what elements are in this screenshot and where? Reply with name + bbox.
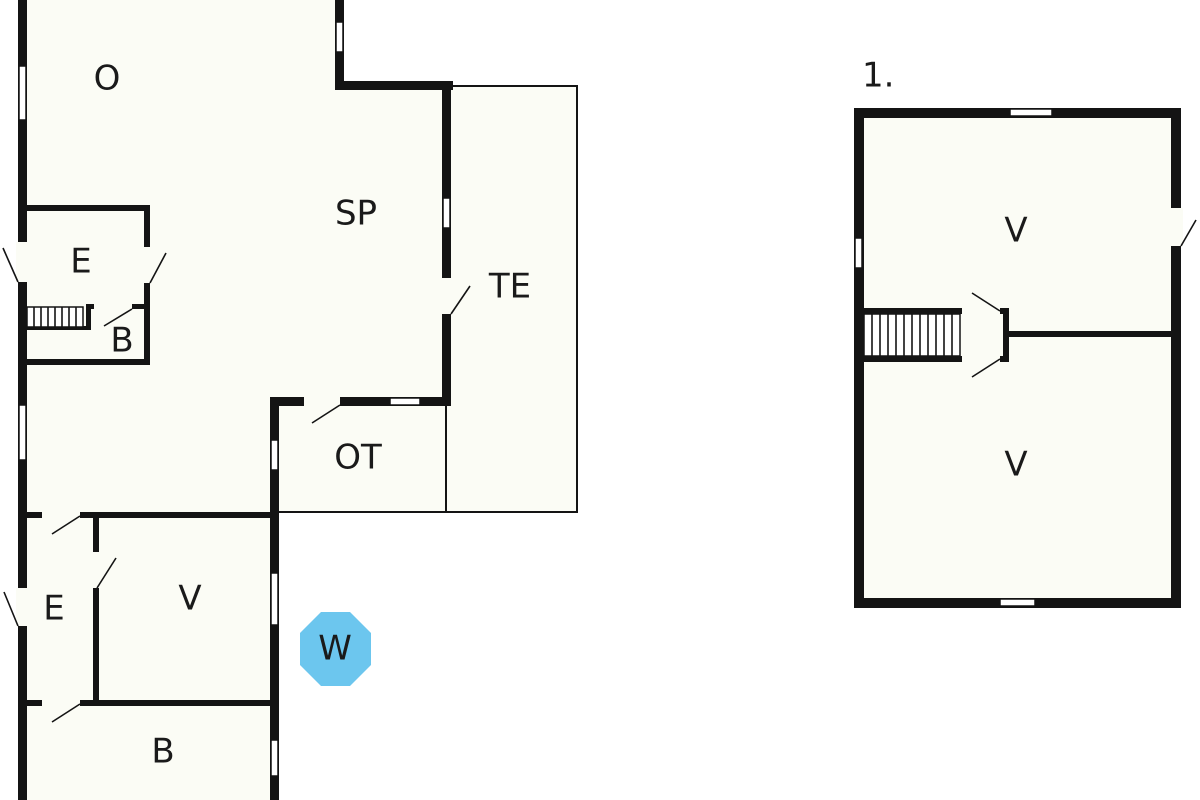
room-label-sp: SP (335, 194, 377, 234)
door-sp-te (440, 278, 471, 315)
window-sp-bottom (389, 397, 421, 406)
upper-window-left (854, 237, 863, 269)
wall-sp-right (442, 81, 451, 406)
upper-wall-stair-bottom (862, 356, 1009, 362)
upper-wall-stair-right (1003, 308, 1009, 362)
window-o-left (18, 65, 27, 121)
window-sp-left (18, 404, 27, 461)
compass-marker: W (300, 612, 371, 686)
window-v1-right (270, 572, 279, 626)
door-ot (304, 395, 341, 424)
upper-floor: 1. (854, 56, 1197, 608)
upper-door-v-top (962, 292, 1001, 316)
wall-left (18, 0, 27, 800)
upper-floor-label: 1. (862, 56, 894, 96)
upper-wall-left (854, 108, 864, 608)
ground-stair (26, 306, 84, 328)
upper-window-top (1009, 108, 1053, 117)
upper-room-label-v-top: V (1004, 211, 1027, 251)
wall-b2-top (22, 700, 277, 706)
window-ot-left (270, 439, 279, 471)
ot-area (276, 402, 446, 512)
upper-wall-divider (1003, 331, 1173, 337)
upper-wall-right (1171, 108, 1181, 608)
room-label-b1: B (110, 321, 133, 361)
ground-floor: O SP E B TE OT E V B (2, 0, 578, 800)
upper-wall-stair-top (862, 308, 1009, 314)
compass-label: W (318, 629, 352, 669)
room-label-v1: V (178, 579, 201, 619)
window-o-right (335, 21, 344, 53)
wall-e2-right (93, 512, 99, 705)
room-label-o: O (94, 59, 121, 99)
wall-stair-bottom (22, 326, 90, 330)
wall-sp-bottom (270, 397, 451, 406)
door-e1-sp (142, 247, 167, 284)
upper-room-label-v-bottom: V (1004, 445, 1027, 485)
upper-window-bottom (999, 598, 1036, 607)
upper-stair (863, 313, 961, 357)
window-sp-right (442, 197, 451, 229)
wall-e1-right (144, 205, 150, 365)
terrace-area (446, 86, 577, 512)
door-e2-exterior (3, 588, 29, 627)
wall-b1-left (86, 304, 91, 330)
wall-step-top (335, 81, 453, 90)
ground-floor-area (22, 0, 446, 800)
room-label-b2: B (151, 732, 174, 772)
room-label-ot: OT (334, 438, 382, 478)
upper-door-v-bottom (962, 354, 1001, 378)
door-e2-top (42, 510, 81, 535)
room-label-e1: E (70, 242, 91, 282)
door-b2 (42, 698, 81, 723)
window-b2-right (270, 739, 279, 777)
compass-octagon (300, 612, 371, 686)
room-label-te: TE (488, 267, 531, 307)
door-v1 (91, 552, 117, 589)
wall-b1-bottom (22, 359, 150, 365)
door-b1 (94, 303, 133, 327)
door-e1-exterior (2, 242, 29, 283)
wall-lower-top (22, 512, 277, 518)
room-label-e2: E (43, 589, 64, 629)
wall-e1-top (22, 205, 150, 211)
upper-door-right (1169, 208, 1197, 247)
terrace-outline (276, 85, 578, 513)
